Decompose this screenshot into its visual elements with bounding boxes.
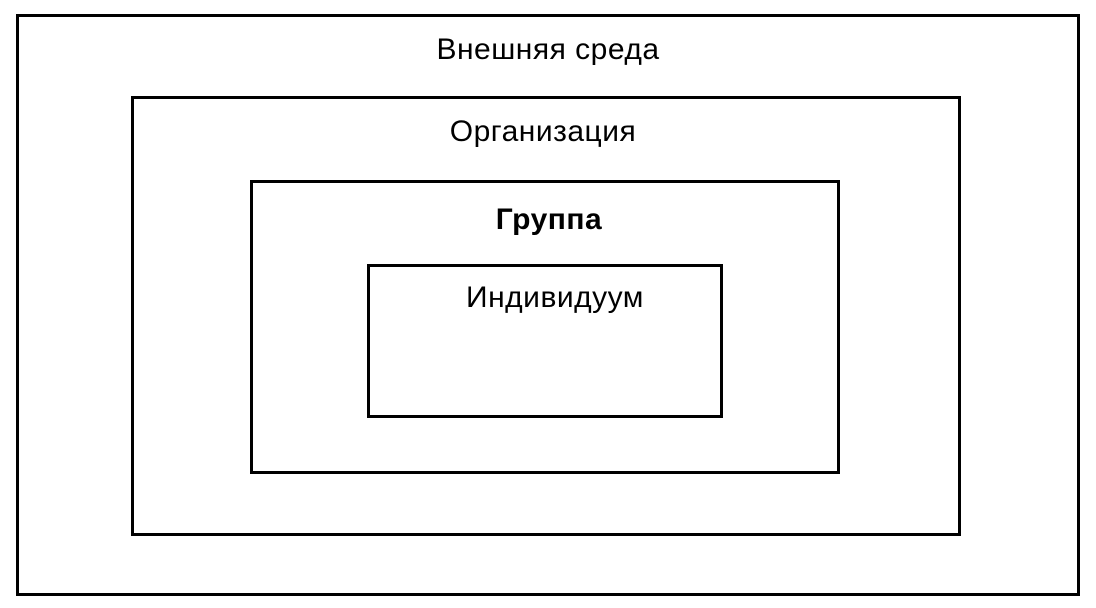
individual-box: Индивидуум: [367, 264, 723, 418]
organization-label: Организация: [449, 115, 637, 148]
individual-label: Индивидуум: [466, 281, 644, 314]
environment-label: Внешняя среда: [436, 33, 660, 66]
group-label: Группа: [495, 203, 603, 236]
